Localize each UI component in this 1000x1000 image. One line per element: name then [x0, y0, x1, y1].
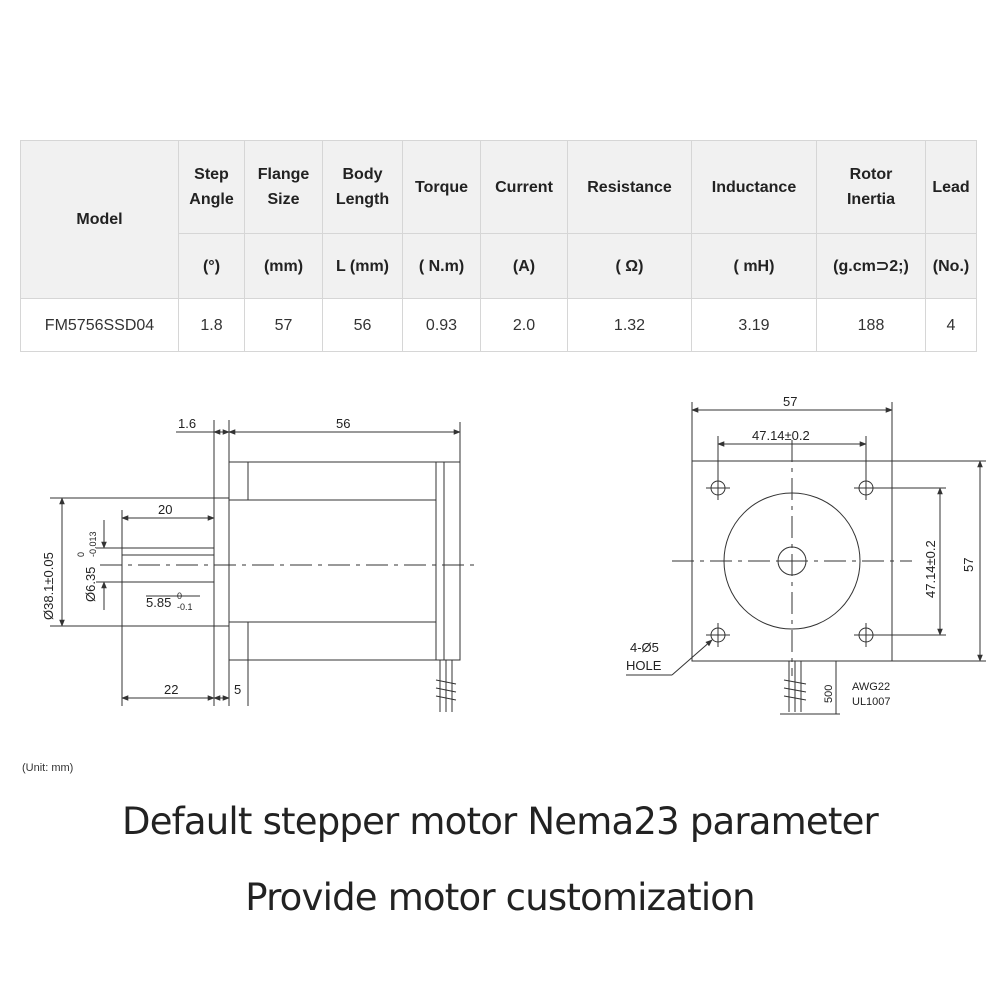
front-lead-wires [780, 661, 840, 715]
cell-step-angle: 1.8 [178, 298, 245, 352]
hole-label-count: 4-Ø5 [630, 640, 659, 655]
header-resistance: Resistance [567, 140, 692, 234]
cell-lead: 4 [925, 298, 977, 352]
dim-shaft-length: 20 [158, 502, 172, 517]
unit-row: (°) (mm) L (mm) ( N.m) (A) ( Ω) ( mH) (g… [21, 233, 977, 299]
header-inductance: Inductance [691, 140, 817, 234]
cell-flange-size: 57 [244, 298, 323, 352]
unit-resistance: ( Ω) [567, 233, 692, 299]
dim-body-length: 56 [336, 416, 350, 431]
cell-inductance: 3.19 [691, 298, 817, 352]
dim-pilot-depth: 5 [234, 682, 241, 697]
pilot-boss [213, 497, 230, 627]
header-current: Current [480, 140, 568, 234]
side-view-labels: 1.6 56 20 Ø38.1±0.05 Ø6.35 0 -0.013 5.85… [41, 416, 350, 697]
header-step-angle: Step Angle [178, 140, 245, 234]
motor-body-outline [228, 461, 461, 661]
dim-lead-length: 500 [823, 685, 835, 703]
side-view [50, 420, 478, 712]
unit-current: (A) [480, 233, 568, 299]
dim-flange-thickness: 1.6 [178, 416, 196, 431]
cell-body-length: 56 [322, 298, 403, 352]
dim-shaft-diameter: Ø6.35 [83, 567, 98, 602]
spec-table: Model Step Angle Flange Size Body Length… [20, 140, 977, 352]
header-flange-size: Flange Size [244, 140, 323, 234]
header-body-length: Body Length [322, 140, 403, 234]
cell-torque: 0.93 [402, 298, 481, 352]
unit-step-angle: (°) [178, 233, 245, 299]
unit-note: (Unit: mm) [22, 762, 74, 774]
lead-wires [435, 660, 457, 712]
table-row: FM5756SSD04 1.8 57 56 0.93 2.0 1.32 3.19… [20, 298, 977, 352]
front-view [626, 402, 986, 715]
header-rotor-inertia: Rotor Inertia [816, 140, 926, 234]
header-lead: Lead [925, 140, 977, 234]
dim-overall-shaft: 22 [164, 682, 178, 697]
dim-pilot-diameter: Ø38.1±0.05 [41, 552, 56, 620]
unit-rotor-inertia: (g.cm⊃2;) [816, 233, 926, 299]
dim-shaft-diameter-tol-upper: 0 [76, 552, 86, 557]
cell-resistance: 1.32 [567, 298, 692, 352]
dim-hole-spacing-h: 47.14±0.2 [752, 428, 810, 443]
caption-line-1: Default stepper motor Nema23 parameter [122, 800, 879, 843]
hole-label-hole: HOLE [626, 658, 662, 673]
caption-line-2: Provide motor customization [245, 876, 755, 919]
dim-hole-spacing-v: 47.14±0.2 [923, 540, 938, 598]
unit-inductance: ( mH) [691, 233, 817, 299]
unit-torque: ( N.m) [402, 233, 481, 299]
header-torque: Torque [402, 140, 481, 234]
header-model: Model [20, 140, 179, 299]
cell-rotor-inertia: 188 [816, 298, 926, 352]
technical-drawing: 1.6 56 20 Ø38.1±0.05 Ø6.35 0 -0.013 5.85… [41, 394, 986, 715]
dim-shaft-diameter-tol-lower: -0.013 [88, 531, 98, 557]
wire-standard: UL1007 [852, 696, 891, 708]
dim-flange-width: 57 [783, 394, 797, 409]
unit-lead: (No.) [925, 233, 977, 299]
front-view-labels: 57 47.14±0.2 47.14±0.2 57 4-Ø5 HOLE 500 … [626, 394, 976, 708]
dim-flat-tol-upper: 0 [177, 591, 182, 601]
header-row: Model Step Angle Flange Size Body Length… [20, 140, 977, 299]
dim-flange-height: 57 [961, 558, 976, 572]
unit-body-length: L (mm) [322, 233, 403, 299]
wire-gauge: AWG22 [852, 681, 890, 693]
unit-flange-size: (mm) [244, 233, 323, 299]
cell-model: FM5756SSD04 [20, 298, 179, 352]
dim-flat: 5.85 [146, 595, 171, 610]
cell-current: 2.0 [480, 298, 568, 352]
dim-flat-tol-lower: -0.1 [177, 602, 193, 612]
